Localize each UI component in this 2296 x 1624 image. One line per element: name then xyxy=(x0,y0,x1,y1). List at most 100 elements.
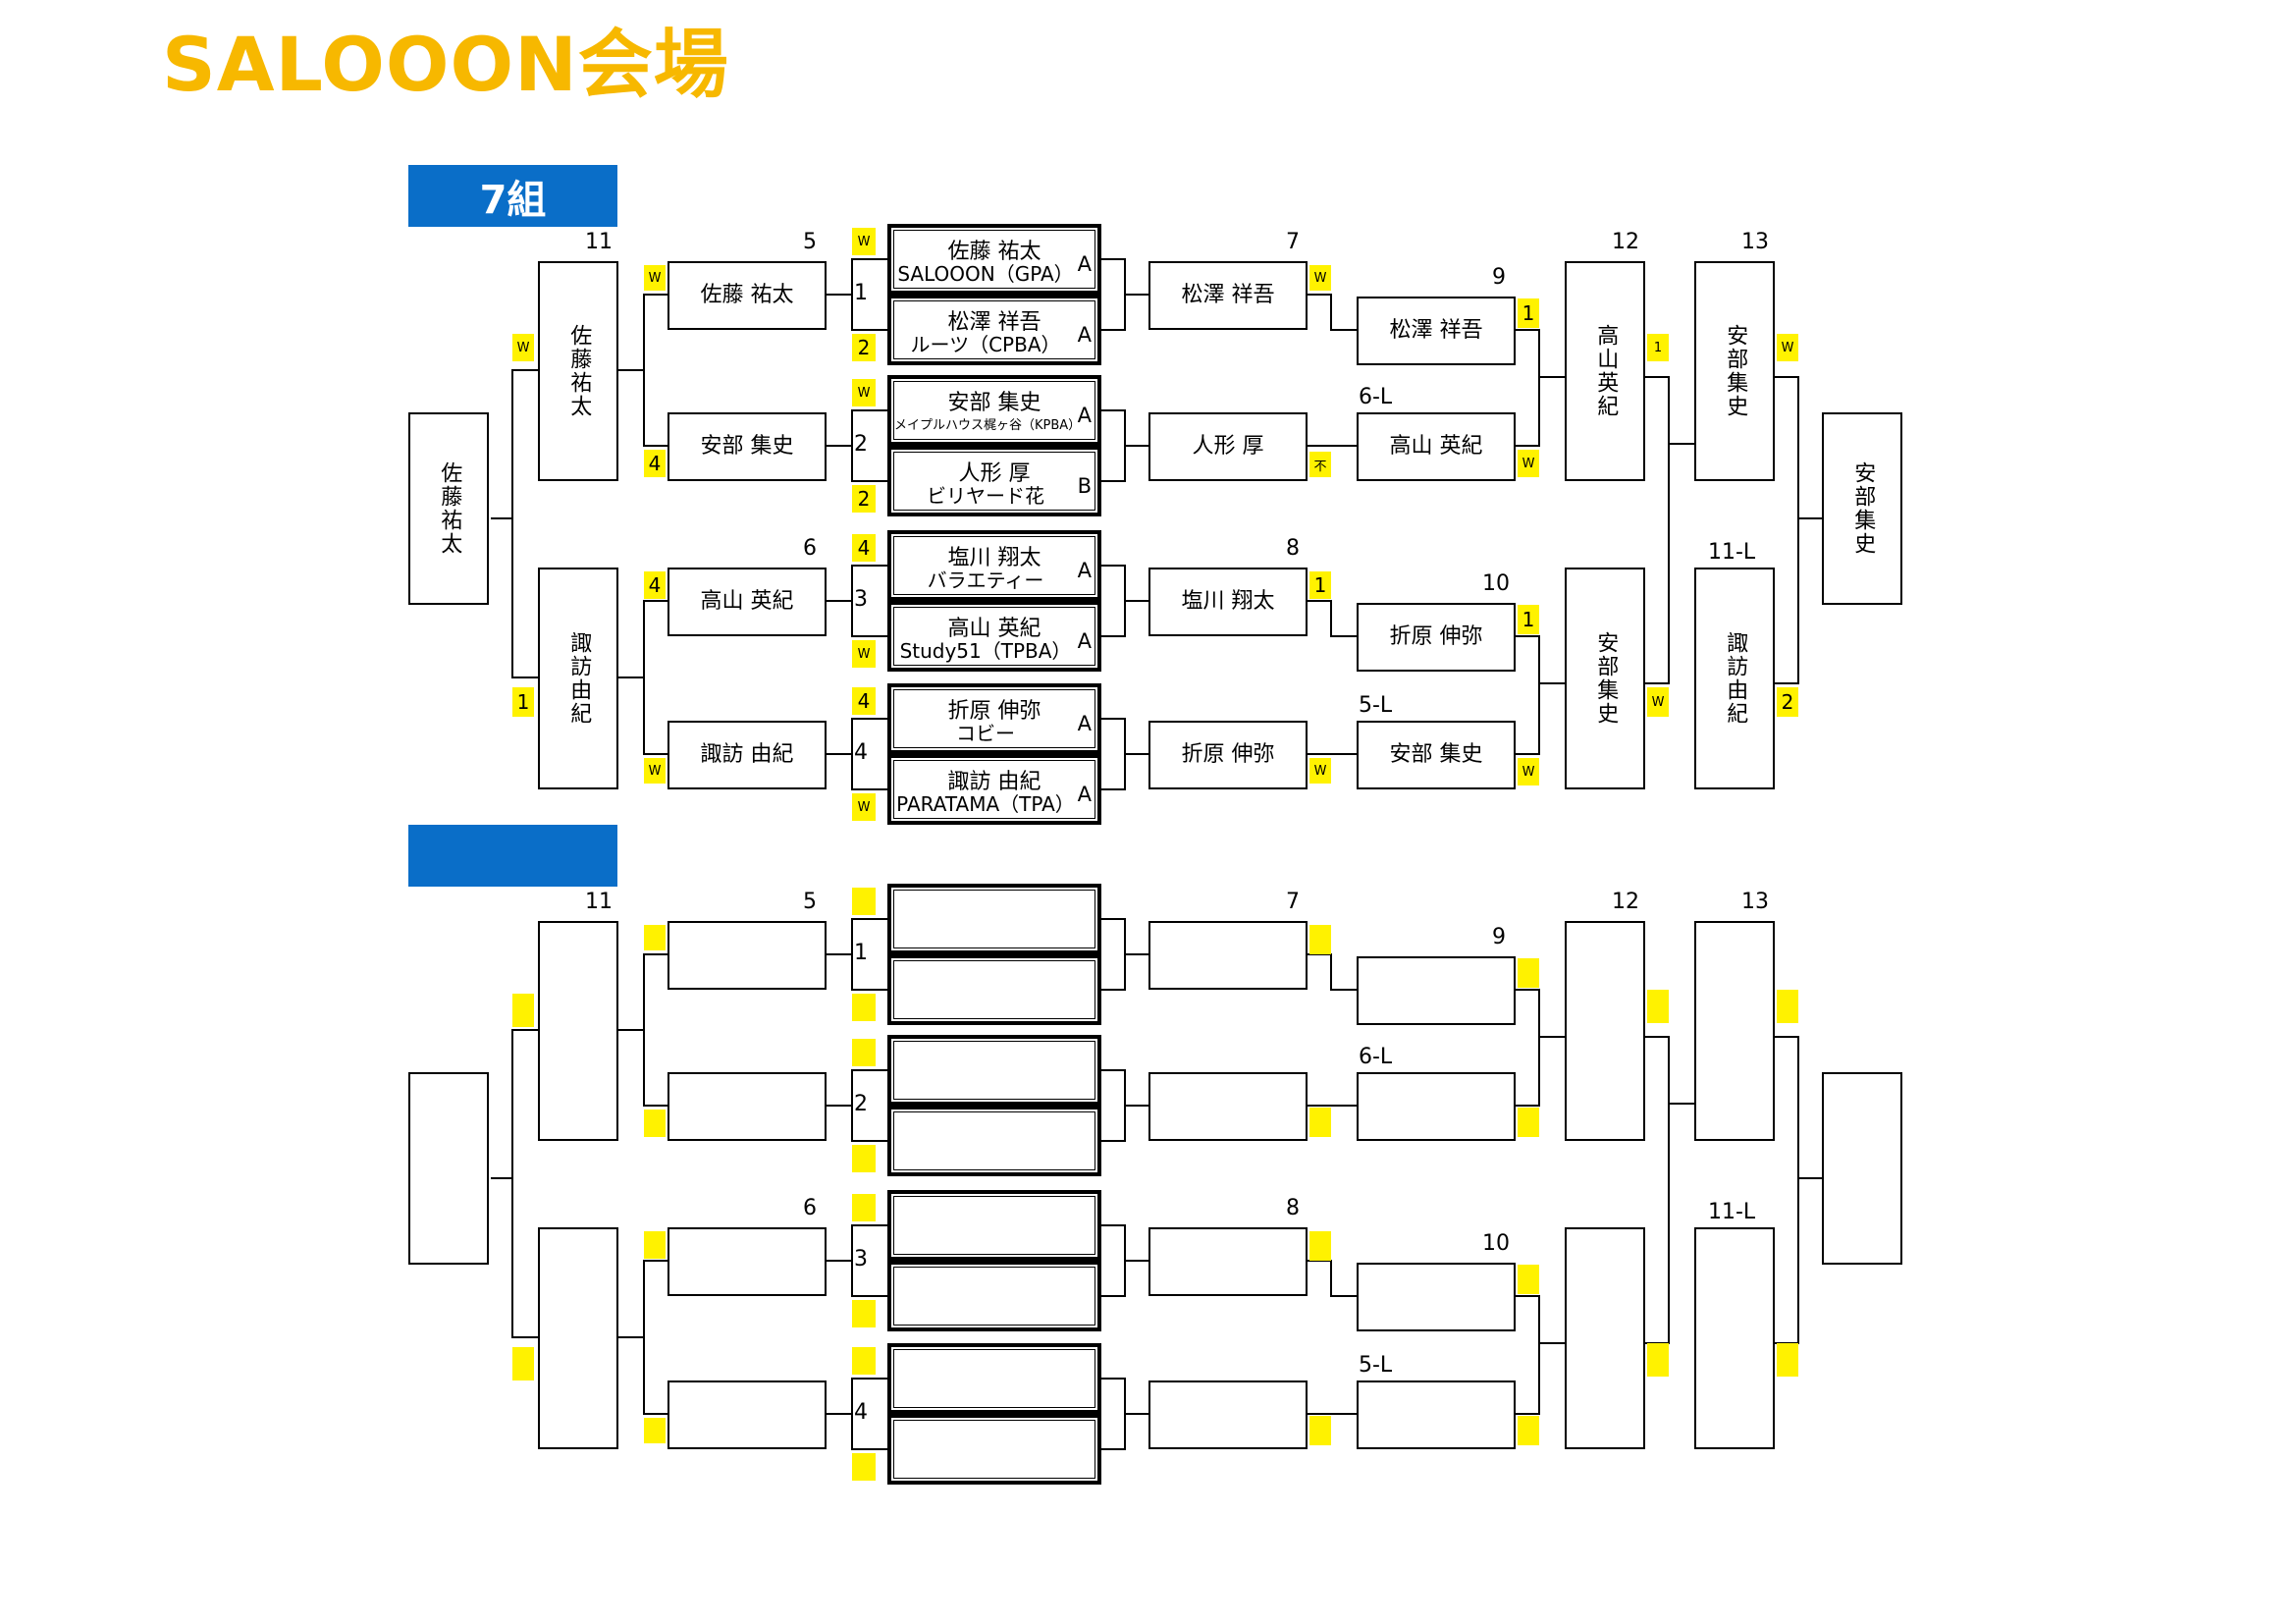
player-slot-1 xyxy=(887,884,1101,954)
semi-score-2 xyxy=(512,1347,534,1380)
slot-score-8 xyxy=(852,1453,876,1481)
round-label-6: 6 xyxy=(803,536,817,561)
page-title: SALOOON会場 xyxy=(162,21,729,108)
losers-r1-score-3: 1 xyxy=(1309,571,1331,599)
slot-score-8: W xyxy=(852,793,876,821)
player-slot-4: 人形 厚 ビリヤード花 B xyxy=(887,446,1101,516)
slot-team: メイプルハウス梶ヶ谷（KPBA） xyxy=(894,418,1077,433)
losers-r3-score-1: 1 xyxy=(1647,334,1669,361)
losers-r1-3 xyxy=(1148,1227,1308,1296)
match-number-4: 4 xyxy=(854,740,868,765)
group-header: 7組 xyxy=(408,165,617,227)
r1-score-4 xyxy=(644,1418,666,1443)
losers-r1-1 xyxy=(1148,921,1308,990)
r1-winner-2: 安部 集史 xyxy=(667,412,827,481)
player-slot-8: 諏訪 由紀 PARATAMA（TPA） A xyxy=(887,754,1101,825)
losers-r4-score-1: W xyxy=(1777,334,1798,361)
losers-r3-2: 安部集史 xyxy=(1565,568,1645,789)
r1-score-4: W xyxy=(644,758,666,784)
slot-score-7 xyxy=(852,1347,876,1375)
match-number-4: 4 xyxy=(854,1400,868,1425)
slot-class: A xyxy=(1077,629,1092,653)
semi-score-2: 1 xyxy=(512,687,534,717)
losers-r3-1 xyxy=(1565,921,1645,1141)
losers-r2-4 xyxy=(1357,1380,1516,1449)
bracket-group-empty: 11 5 6 7 8 9 10 12 13 6-L 5-L 11-L 1 2 3… xyxy=(0,660,2296,1485)
r1-score-2: 4 xyxy=(644,450,666,477)
r1-winner-3 xyxy=(667,1227,827,1296)
losers-r4-score-1 xyxy=(1777,990,1798,1023)
slot-class: A xyxy=(1077,323,1092,347)
player-slot-8 xyxy=(887,1414,1101,1485)
losers-r2-score-2 xyxy=(1518,1108,1539,1137)
losers-r2-4: 安部 集史 xyxy=(1357,721,1516,789)
round-label-6: 6 xyxy=(803,1196,817,1220)
round-label-7: 7 xyxy=(1286,230,1300,254)
slot-class: A xyxy=(1077,712,1092,735)
slot-score-1 xyxy=(852,888,876,915)
losers-r3-2 xyxy=(1565,1227,1645,1449)
losers-r1-score-1 xyxy=(1309,925,1331,954)
round-label-12: 12 xyxy=(1612,230,1639,254)
losers-r1-score-4: W xyxy=(1309,758,1331,784)
semi-score-1: W xyxy=(512,334,534,361)
bracket-group-7: 7組 xyxy=(0,0,2296,825)
slot-score-3: W xyxy=(852,379,876,406)
semi-winner-2: 諏訪由紀 xyxy=(538,568,618,789)
round-label-9: 9 xyxy=(1492,925,1506,949)
player-slot-7 xyxy=(887,1343,1101,1414)
losers-r2-score-4: W xyxy=(1518,758,1539,785)
slot-score-4 xyxy=(852,1145,876,1172)
round-label-8: 8 xyxy=(1286,1196,1300,1220)
slot-score-1: W xyxy=(852,228,876,255)
slot-player-name: 松澤 祥吾 xyxy=(947,310,1041,335)
losers-r2-1: 松澤 祥吾 xyxy=(1357,297,1516,365)
round-label-5-L: 5-L xyxy=(1359,1353,1393,1378)
losers-r1-2: 人形 厚 xyxy=(1148,412,1308,481)
semi-winner-2 xyxy=(538,1227,618,1449)
losers-r1-score-2: 不 xyxy=(1309,452,1331,477)
r1-winner-1 xyxy=(667,921,827,990)
r1-winner-3: 高山 英紀 xyxy=(667,568,827,636)
slot-player-name: 塩川 翔太 xyxy=(947,546,1041,570)
match-number-3: 3 xyxy=(854,1247,868,1272)
losers-r3-score-1 xyxy=(1647,990,1669,1023)
semi-winner-1 xyxy=(538,921,618,1141)
losers-r1-score-4 xyxy=(1309,1416,1331,1445)
slot-team: Study51（TPBA） xyxy=(899,639,1072,663)
slot-score-4: 2 xyxy=(852,485,876,513)
match-number-1: 1 xyxy=(854,941,868,965)
round-label-11: 11 xyxy=(585,230,613,254)
round-label-12: 12 xyxy=(1612,890,1639,914)
player-slot-5 xyxy=(887,1190,1101,1261)
losers-r3-score-2 xyxy=(1647,1343,1669,1377)
losers-r2-3 xyxy=(1357,1263,1516,1331)
losers-r2-score-2: W xyxy=(1518,450,1539,477)
match-number-1: 1 xyxy=(854,281,868,305)
losers-r1-4: 折原 伸弥 xyxy=(1148,721,1308,789)
slot-score-6: W xyxy=(852,640,876,668)
player-slot-6: 高山 英紀 Study51（TPBA） A xyxy=(887,601,1101,672)
slot-player-name: 佐藤 祐太 xyxy=(947,240,1041,264)
slot-team: SALOOON（GPA） xyxy=(897,262,1074,286)
round-label-7: 7 xyxy=(1286,890,1300,914)
final-right-player xyxy=(1822,1072,1902,1265)
slot-player-name: 高山 英紀 xyxy=(947,617,1041,641)
round-label-6-L: 6-L xyxy=(1359,1045,1393,1069)
losers-r1-1: 松澤 祥吾 xyxy=(1148,261,1308,330)
round-label-10: 10 xyxy=(1482,571,1510,596)
losers-r2-3: 折原 伸弥 xyxy=(1357,603,1516,672)
losers-r1-score-3 xyxy=(1309,1231,1331,1261)
slot-player-name: 安部 集史 xyxy=(947,391,1041,415)
round-label-8: 8 xyxy=(1286,536,1300,561)
slot-player-name: 諏訪 由紀 xyxy=(947,770,1041,794)
losers-r4-score-2: 2 xyxy=(1777,687,1798,717)
semi-score-1 xyxy=(512,994,534,1027)
slot-score-2 xyxy=(852,994,876,1021)
group-header xyxy=(408,825,617,887)
slot-player-name: 人形 厚 xyxy=(958,461,1031,486)
final-left-player: 佐藤祐太 xyxy=(408,412,489,605)
losers-r2-score-4 xyxy=(1518,1416,1539,1445)
slot-score-6 xyxy=(852,1300,876,1327)
r1-winner-2 xyxy=(667,1072,827,1141)
